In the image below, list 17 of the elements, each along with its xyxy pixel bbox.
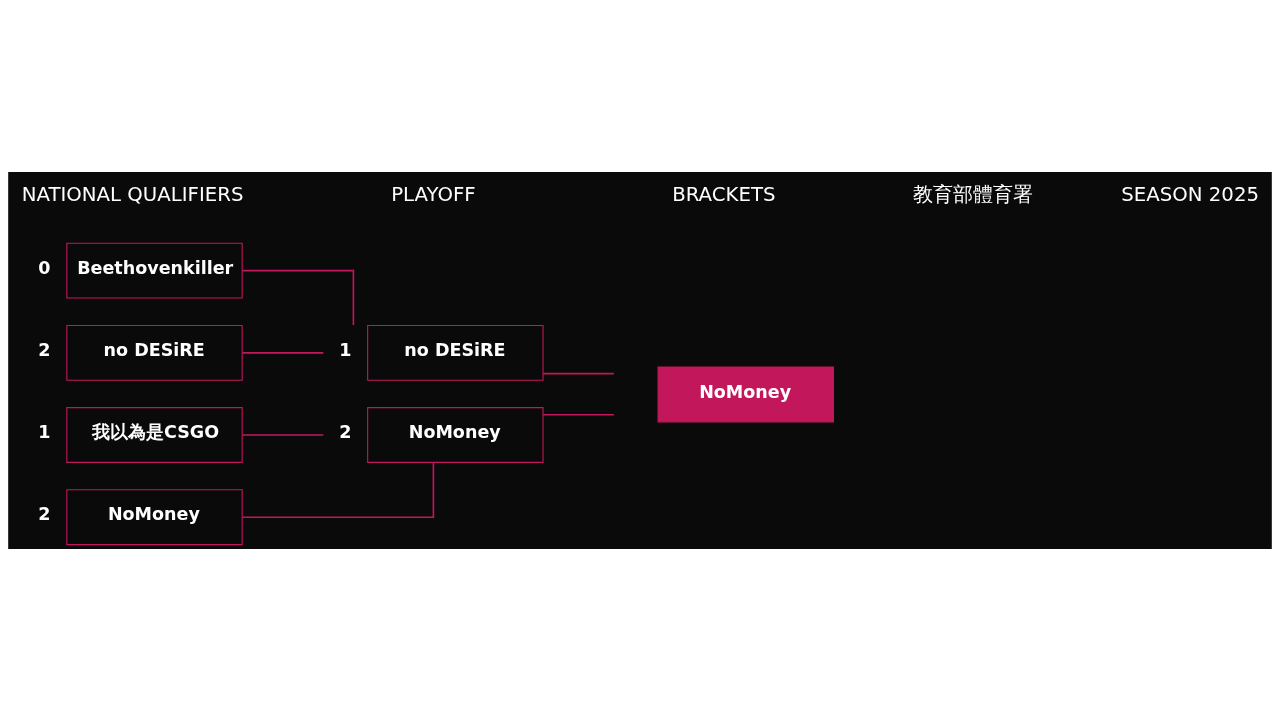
connector <box>542 372 615 374</box>
label: 教育部體育署 <box>913 182 1034 206</box>
node-label: 1 <box>339 339 352 360</box>
label: SEASON 2025 <box>1121 182 1260 206</box>
connector <box>241 269 355 326</box>
connector <box>542 413 615 416</box>
label: BRACKETS <box>672 182 776 206</box>
node-label: 2 <box>339 421 352 442</box>
node-label: 1 <box>38 421 51 442</box>
label: NATIONAL QUALIFIERS <box>21 182 244 206</box>
connector <box>241 433 325 436</box>
node-label: 0 <box>38 257 51 278</box>
connector <box>241 461 435 518</box>
label: PLAYOFF <box>391 182 476 206</box>
node-label: 2 <box>38 503 51 524</box>
node-label: 2 <box>38 339 51 360</box>
connector <box>241 351 325 354</box>
